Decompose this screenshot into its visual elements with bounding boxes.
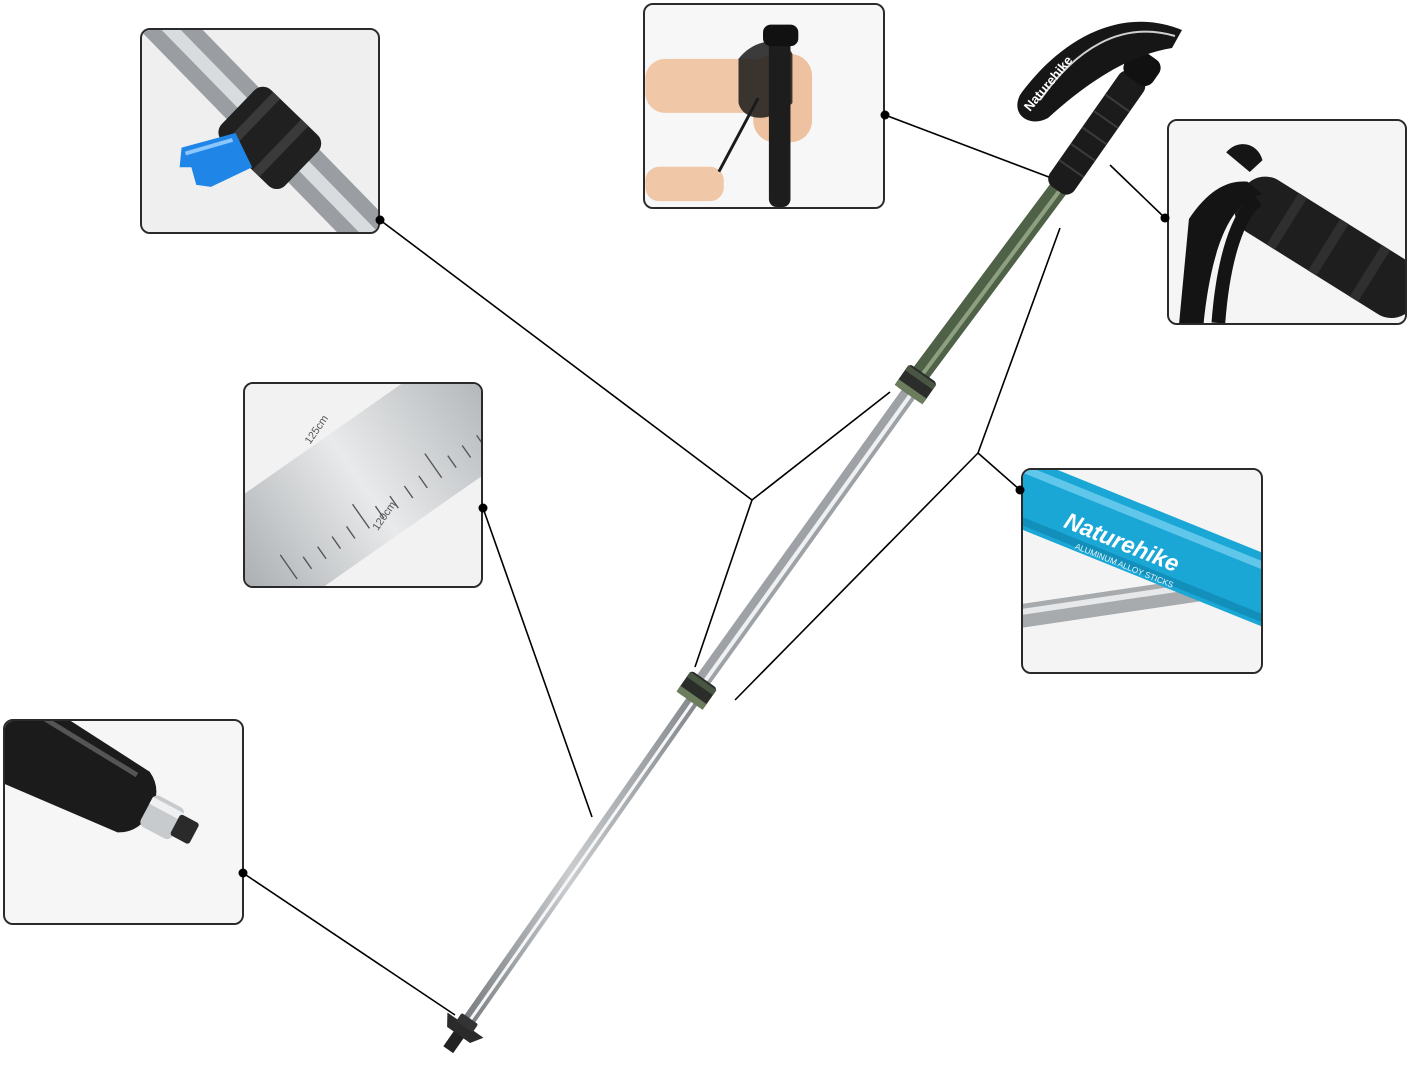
callout-dot-tip bbox=[238, 868, 248, 878]
inset-branding: Naturehike ALUMINUM ALLOY STICKS bbox=[1021, 468, 1263, 674]
wrist-strap bbox=[1017, 21, 1182, 122]
grip-photo bbox=[1169, 121, 1405, 323]
callout-lines bbox=[242, 114, 1166, 1016]
pole-upper-section bbox=[902, 170, 1075, 395]
lock-collar-upper bbox=[894, 365, 937, 405]
pole-tip bbox=[443, 1012, 484, 1054]
callout-line-lock-2 bbox=[694, 499, 753, 668]
inset-carbide-tip bbox=[3, 719, 244, 925]
carbide-tip-photo bbox=[5, 721, 242, 923]
lock-collar-lower bbox=[676, 671, 717, 710]
callout-line-scale bbox=[482, 507, 593, 818]
hand-strap-photo bbox=[645, 5, 883, 207]
callout-line-tip bbox=[242, 872, 456, 1016]
callout-line-grip bbox=[1109, 164, 1166, 219]
callout-dot-grip bbox=[1160, 213, 1170, 223]
callout-dot-brand bbox=[1015, 485, 1025, 495]
branding-photo: Naturehike ALUMINUM ALLOY STICKS bbox=[1023, 470, 1261, 672]
callout-dot-strap bbox=[880, 110, 890, 120]
flip-lock-photo bbox=[142, 30, 378, 232]
inset-hand-strap bbox=[643, 3, 885, 209]
pole-middle-section bbox=[688, 377, 923, 698]
blue-lock-lever bbox=[179, 132, 253, 187]
inset-length-scale: 125cm 120cm bbox=[243, 382, 483, 588]
callout-line-strap bbox=[884, 114, 1063, 183]
callout-dot-scale bbox=[478, 503, 488, 513]
inset-grip bbox=[1167, 119, 1407, 325]
callout-line-brand-2 bbox=[734, 452, 979, 701]
length-scale-photo: 125cm 120cm bbox=[245, 384, 481, 586]
inset-flip-lock bbox=[140, 28, 380, 234]
callout-dot-lock bbox=[375, 215, 385, 225]
